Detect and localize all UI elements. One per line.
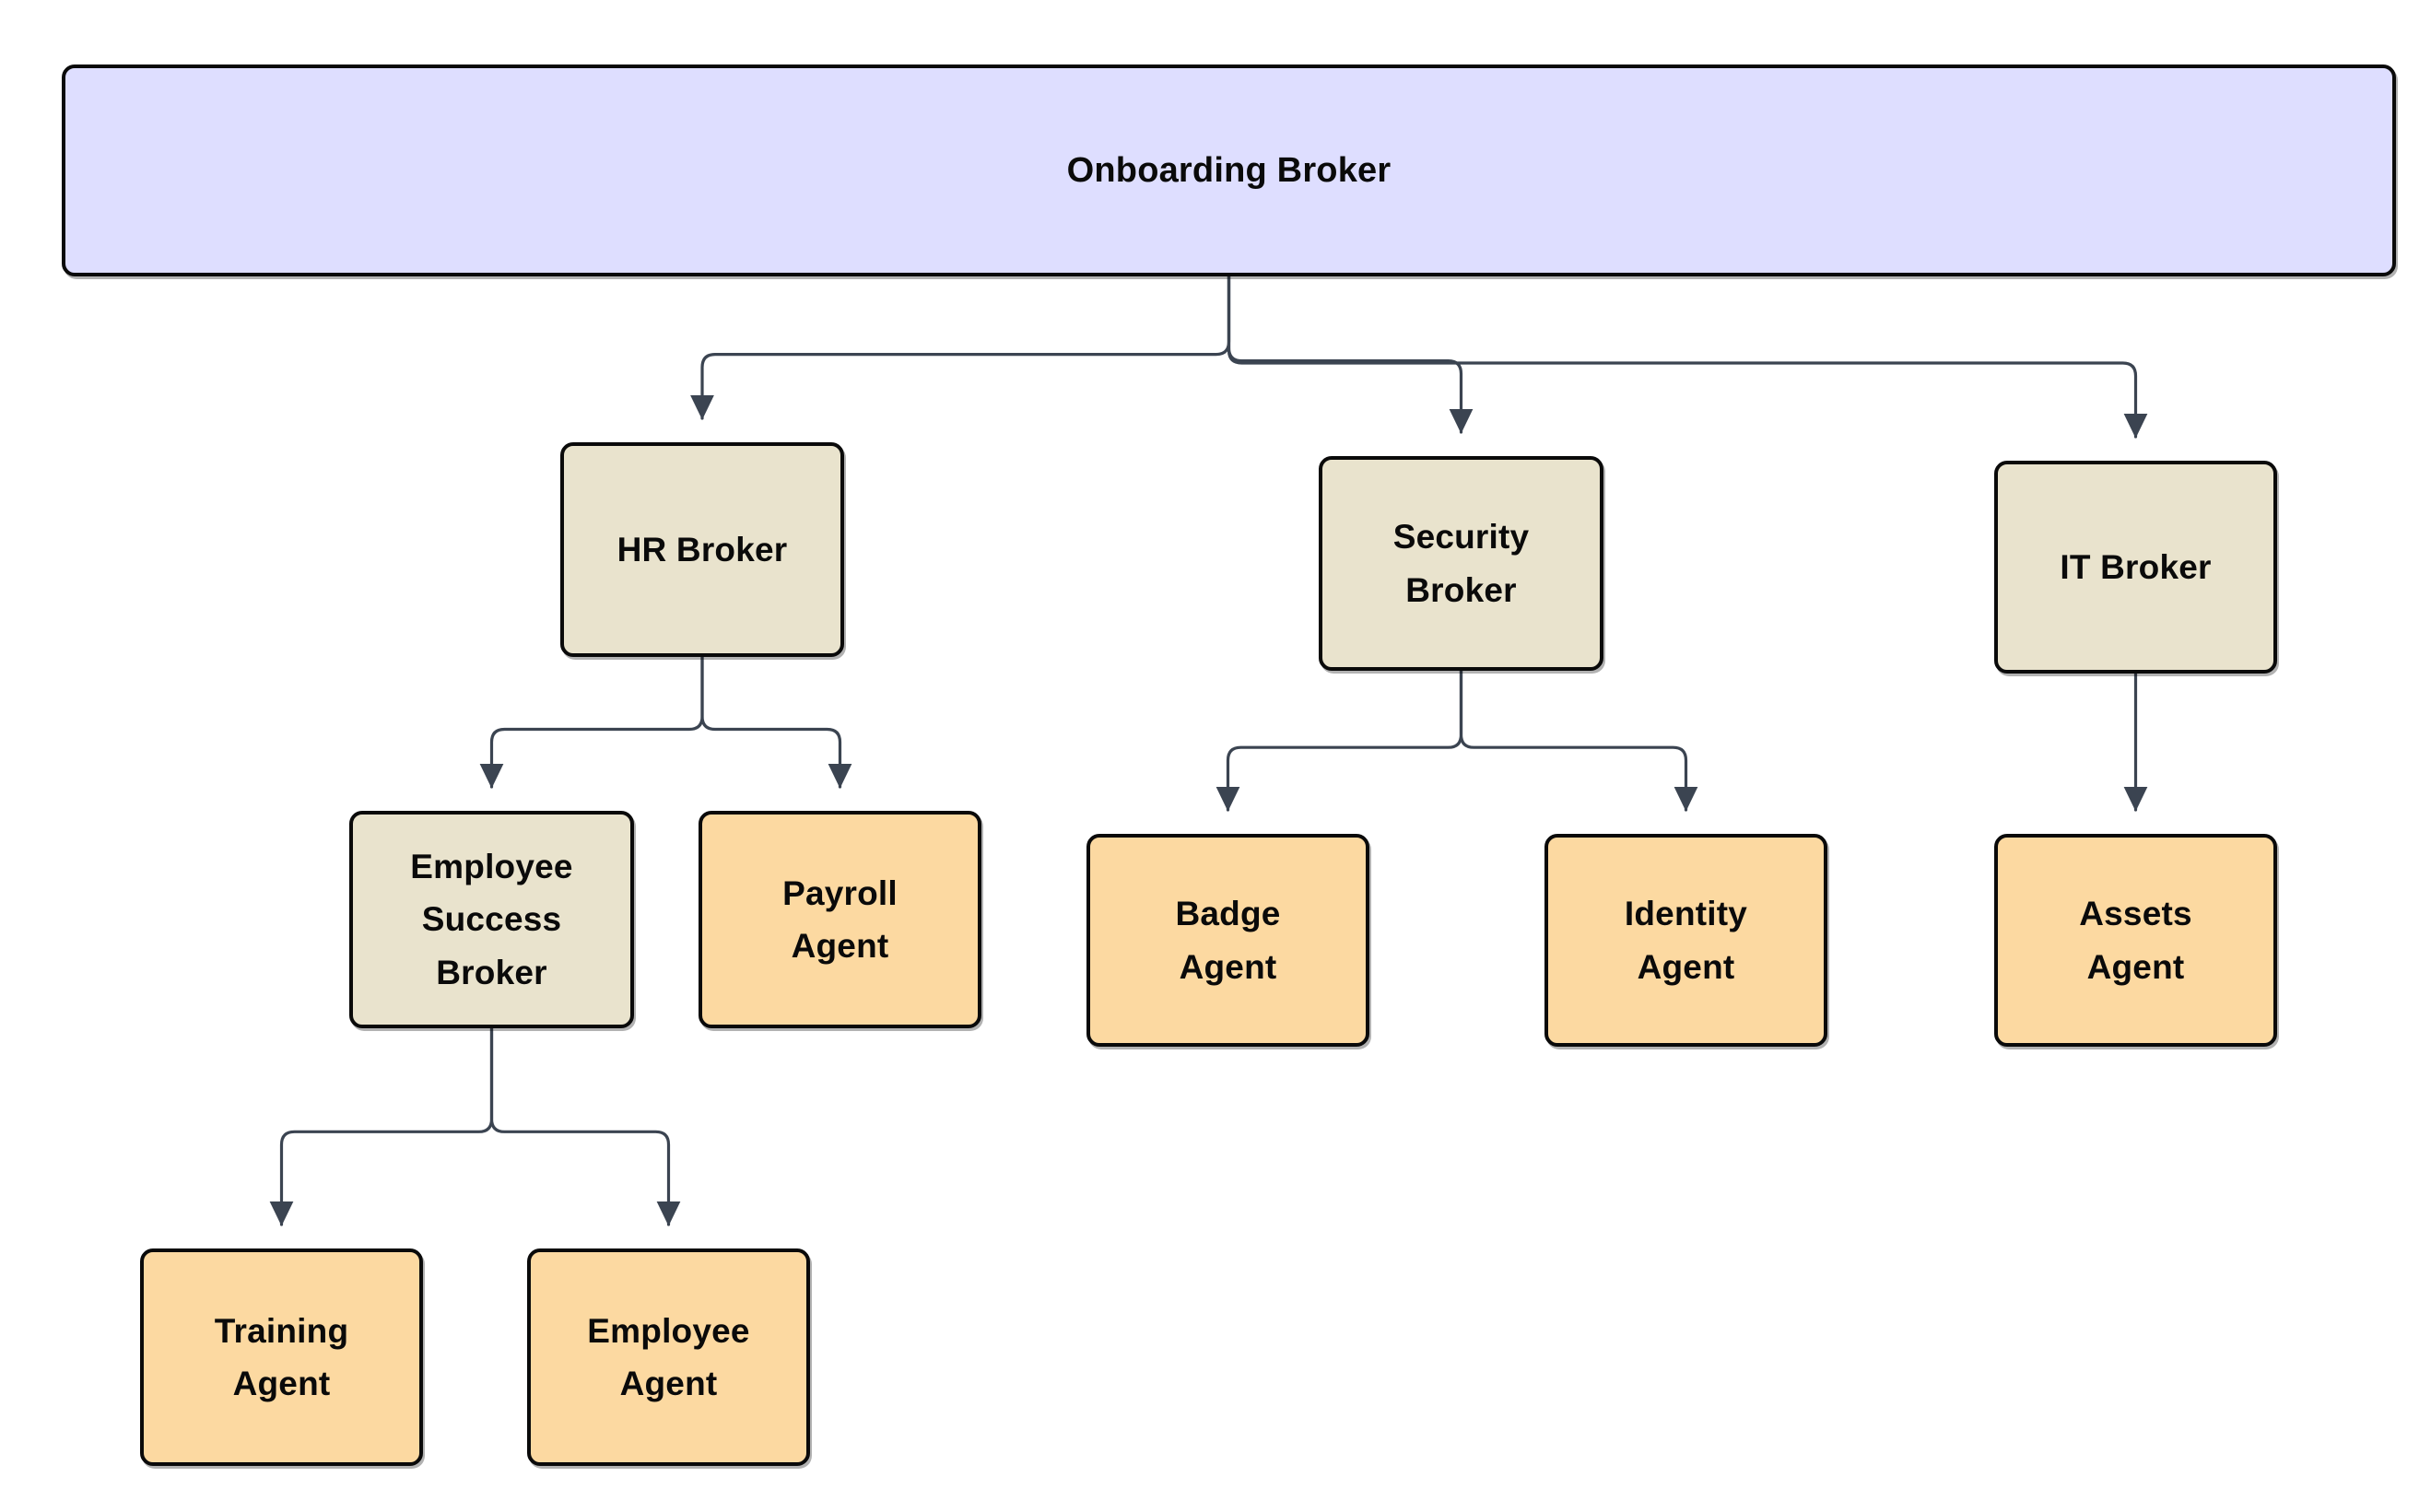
edge-onboarding-broker-to-it-broker <box>1227 275 2148 439</box>
edge-onboarding-broker-to-hr-broker <box>690 275 1231 420</box>
node-it-broker[interactable]: IT Broker <box>1994 461 2277 674</box>
node-payroll-agent[interactable]: Payroll Agent <box>699 811 981 1028</box>
node-label: Employee Success Broker <box>410 847 573 991</box>
node-label: Identity Agent <box>1624 895 1748 986</box>
node-onboarding-broker[interactable]: Onboarding Broker <box>62 64 2396 276</box>
node-label: HR Broker <box>617 530 788 568</box>
edge-onboarding-broker-to-security-broker <box>1227 275 1474 434</box>
node-badge-agent[interactable]: Badge Agent <box>1086 834 1369 1047</box>
node-employee-success-broker[interactable]: Employee Success Broker <box>349 811 634 1028</box>
edge-hr-broker-to-payroll-agent <box>700 655 852 789</box>
node-training-agent[interactable]: Training Agent <box>140 1248 423 1466</box>
node-label: Assets Agent <box>2079 895 2192 986</box>
node-assets-agent[interactable]: Assets Agent <box>1994 834 2277 1047</box>
node-label: Security Broker <box>1392 518 1530 609</box>
node-identity-agent[interactable]: Identity Agent <box>1544 834 1827 1047</box>
edge-employee-success-broker-to-training-agent <box>269 1026 494 1226</box>
node-security-broker[interactable]: Security Broker <box>1319 456 1603 671</box>
node-label: Onboarding Broker <box>1066 150 1392 190</box>
node-label: Employee Agent <box>587 1311 750 1402</box>
node-hr-broker[interactable]: HR Broker <box>560 442 844 657</box>
node-label: IT Broker <box>2060 547 2212 586</box>
edge-employee-success-broker-to-employee-agent <box>489 1026 681 1226</box>
node-label: Payroll Agent <box>782 873 898 965</box>
edge-hr-broker-to-employee-success-broker <box>479 655 704 789</box>
edge-security-broker-to-badge-agent <box>1216 669 1463 812</box>
node-label: Training Agent <box>214 1311 349 1402</box>
node-employee-agent[interactable]: Employee Agent <box>527 1248 810 1466</box>
edge-security-broker-to-identity-agent <box>1459 669 1698 812</box>
node-label: Badge Agent <box>1175 895 1281 986</box>
